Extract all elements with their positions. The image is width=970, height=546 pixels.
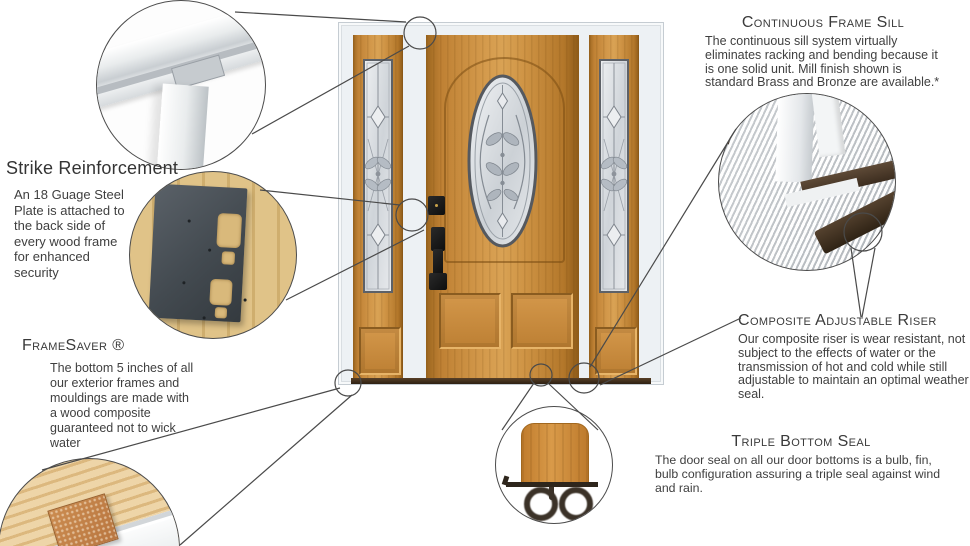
right-sidelight-panel [595,327,637,375]
frame-sill-detail-circle [718,93,896,271]
riser-body: Our composite riser is wear resistant, n… [738,332,969,402]
callout-composite-adjustable-riser: Composite Adjustable Riser Our composite… [738,312,970,402]
seal-body: The door seal on all our door bottoms is… [655,453,941,495]
triple-seal-detail-circle [495,406,613,524]
handleset-plate [431,227,445,251]
composite-block-top [47,493,119,546]
framesaver-detail-circle [0,458,180,546]
frame-corner-detail-circle [96,0,266,170]
door-unit [338,22,664,385]
lock-cutout-lower-small [214,306,228,319]
handleset-grip [433,249,443,275]
sill-body: The continuous sill system virtually eli… [705,34,940,90]
strike-title: Strike Reinforcement [6,158,179,178]
oval-glass-art [467,74,538,248]
keyhole [435,204,438,207]
door-sill-edge [351,378,651,384]
door-arch-moulding [444,57,565,263]
door-slab [426,35,579,378]
lock-cutout-bottom [209,278,233,306]
callout-line [861,247,876,318]
handleset-base [429,273,447,290]
door-bottom-section [521,423,589,484]
seal-bulb-left [524,487,558,521]
left-sidelight [353,35,403,378]
callout-framesaver: FrameSaver ® The bottom 5 inches of all … [22,337,232,451]
decorative-glass-art [599,59,629,293]
sill-jamb [775,94,815,183]
right-sidelight [589,35,639,378]
lock-cutout-top [216,212,243,249]
seal-fin [549,487,554,500]
seal-bulb-right [559,487,593,521]
left-sidelight-panel [359,327,401,375]
door-panel-right [511,293,573,349]
seal-title: Triple Bottom Seal [731,433,871,450]
decorative-glass-art [363,59,393,293]
sill-title: Continuous Frame Sill [741,14,905,31]
framesaver-title: FrameSaver ® [22,337,125,354]
lock-cutout-small [221,251,236,265]
strike-body: An 18 Guage Steel Plate is attached to t… [14,187,125,280]
callout-strike-reinforcement: Strike Reinforcement An 18 Guage Steel P… [6,158,206,280]
sill-dark-edge [719,94,745,145]
seal-retainer [506,482,598,487]
callout-triple-bottom-seal: Triple Bottom Seal The door seal on all … [655,433,947,495]
riser-title: Composite Adjustable Riser [738,312,937,329]
left-sidelight-glass [363,59,393,293]
deadbolt-lock [428,196,445,215]
callout-continuous-frame-sill: Continuous Frame Sill The continuous sil… [705,14,941,90]
door-oval-glass [467,73,538,249]
sill-jamb-2 [810,94,846,158]
right-sidelight-glass [599,59,629,293]
door-panel-left [439,293,501,349]
framesaver-body: The bottom 5 inches of all our exterior … [50,361,194,450]
